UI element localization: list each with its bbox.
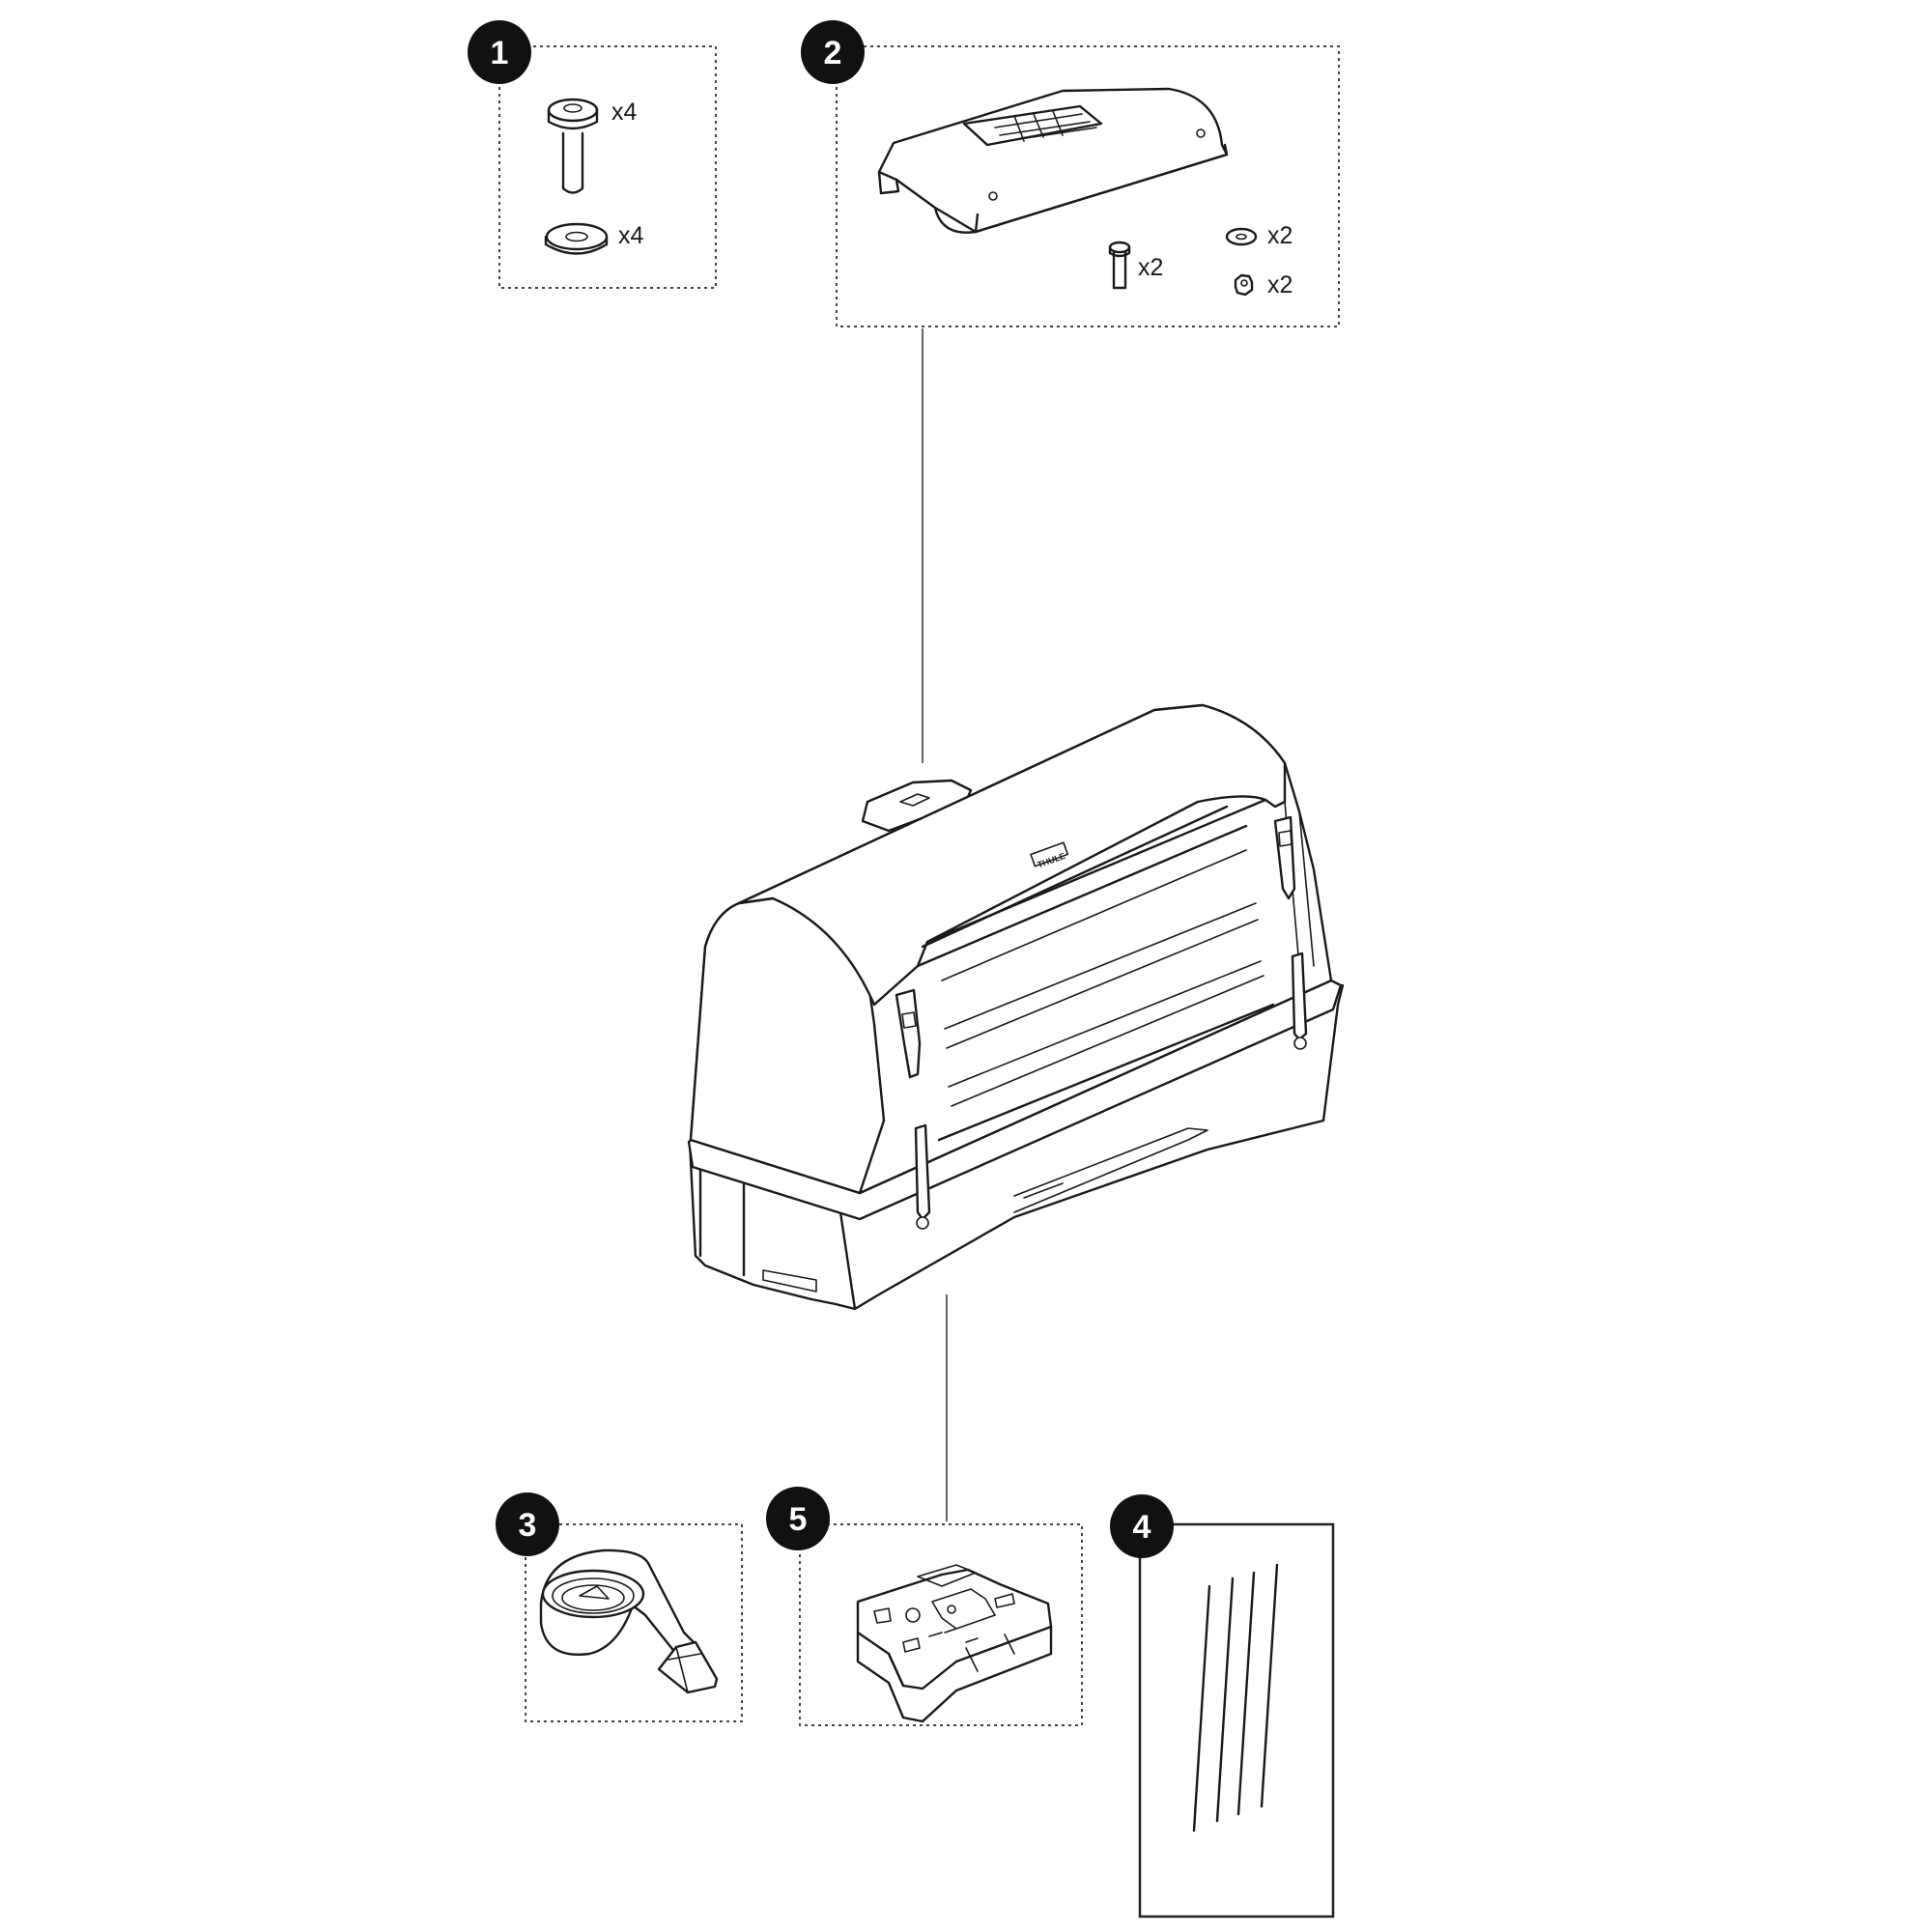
svg-text:4: 4 — [1133, 1509, 1151, 1546]
callout-badge-3: 3 — [496, 1492, 559, 1556]
parts-box-5 — [799, 1523, 1083, 1726]
washer-quantity: x4 — [618, 222, 644, 249]
strap-icon — [539, 1548, 719, 1694]
small-washer-quantity: x2 — [1267, 222, 1293, 249]
svg-text:2: 2 — [824, 35, 842, 71]
callout-badge-2: 2 — [801, 20, 865, 84]
svg-text:1: 1 — [491, 35, 509, 71]
cargo-box-illustration: THULE — [687, 703, 1345, 1311]
parts-box-2-frame — [836, 45, 1340, 327]
callout-badge-4: 4 — [1110, 1494, 1174, 1558]
latch-front-right — [1273, 815, 1308, 1050]
brand-badge — [1030, 841, 1069, 867]
nut-icon — [1234, 273, 1254, 297]
parts-box-5-frame — [799, 1523, 1083, 1726]
parts-box-1: x4 x4 — [498, 45, 717, 289]
rods-icon — [1192, 1563, 1279, 1833]
parts-box-3 — [525, 1523, 743, 1722]
parts-box-4 — [1138, 1522, 1335, 1918]
callout-badge-5: 5 — [766, 1487, 830, 1550]
svg-text:5: 5 — [789, 1501, 808, 1538]
screw-quantity: x2 — [1138, 254, 1163, 281]
screw-icon — [1108, 241, 1131, 290]
parts-box-4-frame — [1138, 1522, 1335, 1918]
parts-box-3-frame — [525, 1523, 743, 1722]
bracket-icon — [856, 1564, 1053, 1723]
bolt-icon — [547, 98, 599, 194]
svg-text:3: 3 — [519, 1507, 537, 1544]
cover-part-icon — [877, 87, 1229, 234]
nut-quantity: x2 — [1267, 271, 1293, 298]
small-washer-icon — [1225, 227, 1258, 246]
latch-front-left — [895, 988, 931, 1230]
bolt-quantity: x4 — [611, 99, 638, 126]
washer-icon — [544, 222, 609, 255]
callout-badge-1: 1 — [468, 20, 531, 84]
parts-box-1-frame — [498, 45, 717, 289]
parts-box-2: x2 x2 x2 — [836, 45, 1340, 327]
